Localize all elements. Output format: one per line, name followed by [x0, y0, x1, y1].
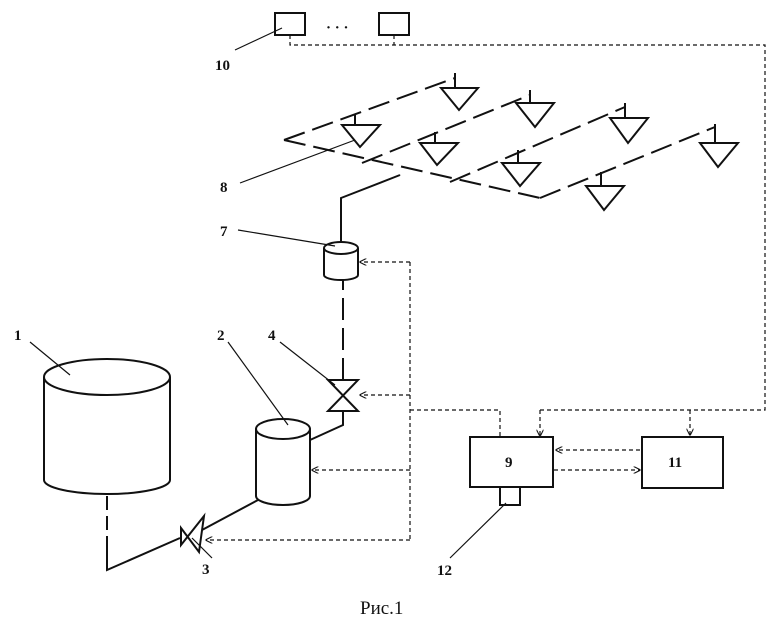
vessel: [256, 419, 310, 505]
label-4: 4: [268, 328, 276, 344]
label-11: 11: [668, 455, 682, 471]
sprinkler-head: [586, 172, 624, 210]
label-7: 7: [220, 224, 228, 240]
label-3: 3: [202, 562, 210, 578]
remote-bus: [290, 35, 765, 410]
label-10: 10: [215, 58, 230, 74]
label-12: 12: [437, 563, 452, 579]
sprinkler-head: [516, 90, 554, 127]
label-2: 2: [217, 328, 225, 344]
ctrl-trunk: [410, 410, 500, 436]
power-leader: [450, 503, 506, 558]
pipe-to-vessel: [202, 500, 258, 530]
remote-unit: [379, 13, 409, 35]
remote-units-ellipsis: · · ·: [326, 20, 349, 36]
figure-caption: Рис.1: [360, 598, 403, 619]
remote-units-leader: [235, 28, 282, 50]
pipe-to-valve-3: [107, 538, 180, 570]
sprinkler-head: [441, 73, 478, 110]
sprinkler-head: [700, 124, 738, 167]
vessel-leader: [228, 342, 288, 425]
sensor-7: [324, 242, 358, 280]
supply-pipe: [341, 175, 400, 242]
valve-4-leader: [280, 342, 335, 385]
label-9: 9: [505, 455, 513, 471]
label-8: 8: [220, 180, 228, 196]
remote-unit: [275, 13, 305, 35]
valve-4: [328, 380, 358, 411]
pipe-vessel-to-valve-4: [310, 411, 343, 440]
power-block: [500, 487, 520, 505]
grid-leader: [240, 140, 355, 183]
sensor-leader: [238, 230, 335, 246]
sprinkler-head: [502, 150, 540, 186]
tank: [44, 359, 170, 494]
sprinkler-head: [610, 103, 648, 143]
computer-block: [642, 437, 723, 488]
label-1: 1: [14, 328, 22, 344]
